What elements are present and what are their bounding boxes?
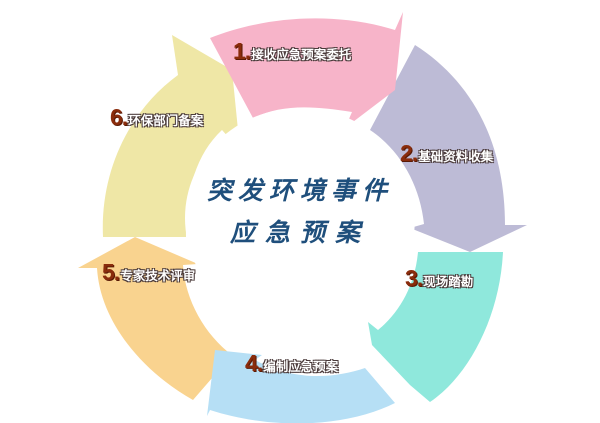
arrow-segment-1 <box>210 12 403 128</box>
step-1-number: 1. <box>233 38 251 64</box>
center-title-line1: 突发环境事件 <box>206 176 393 205</box>
arrow-segment-3 <box>368 252 503 402</box>
center-title: 突发环境事件 应急预案 <box>195 170 405 254</box>
step-2-label: 2. 基础资料收集 <box>400 140 493 167</box>
step-6-label: 6. 环保部门备案 <box>110 104 203 131</box>
step-3-label: 3. 现场踏勘 <box>405 265 473 292</box>
arrow-segment-6 <box>102 35 240 237</box>
arrow-segment-2 <box>370 45 527 252</box>
step-2-text: 基础资料收集 <box>418 149 494 164</box>
step-4-number: 4. <box>245 350 263 376</box>
step-5-number: 5. <box>102 259 120 285</box>
step-2-number: 2. <box>400 140 418 166</box>
step-3-number: 3. <box>405 265 423 291</box>
arrow-segment-4 <box>207 350 395 423</box>
step-1-label: 1. 接收应急预案委托 <box>233 38 351 65</box>
step-4-text: 编制应急预案 <box>263 359 339 374</box>
step-1-text: 接收应急预案委托 <box>251 47 352 62</box>
step-6-number: 6. <box>110 104 128 130</box>
step-4-label: 4. 编制应急预案 <box>245 350 338 377</box>
center-title-line2: 应急预案 <box>229 218 370 247</box>
center-circle <box>185 108 415 328</box>
arrow-segment-5 <box>78 237 232 400</box>
step-6-text: 环保部门备案 <box>128 113 204 128</box>
step-3-text: 现场踏勘 <box>423 274 474 289</box>
step-5-label: 5. 专家技术评审 <box>102 259 195 286</box>
step-5-text: 专家技术评审 <box>120 268 196 283</box>
